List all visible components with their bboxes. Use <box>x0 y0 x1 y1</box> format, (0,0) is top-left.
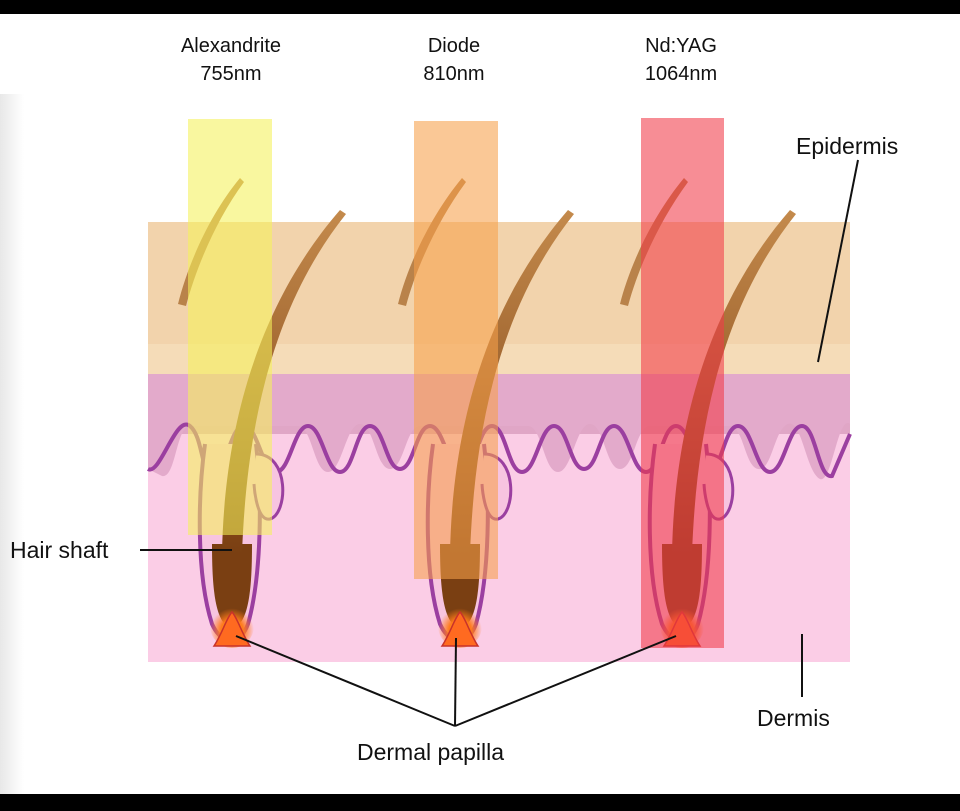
skin-cross-section <box>140 118 859 727</box>
laser-beam-alexandrite <box>188 119 272 535</box>
edge-shadow <box>0 94 24 794</box>
laser-wavelength: 755nm <box>200 63 262 85</box>
laser-label-diode: Diode 810nm <box>374 32 534 88</box>
laser-name: Nd:YAG <box>645 35 717 57</box>
dermis-label: Dermis <box>757 705 830 731</box>
epidermis-label: Epidermis <box>796 133 899 159</box>
dermal-papilla-shape <box>440 610 480 647</box>
papilla-leader-1 <box>235 635 456 727</box>
epidermis-leader <box>817 159 859 363</box>
laser-label-ndyag: Nd:YAG 1064nm <box>601 32 761 88</box>
papilla-leader-3 <box>454 635 677 727</box>
hair-stub <box>620 178 688 306</box>
diagram-canvas: Alexandrite 755nm Diode 810nm Nd:YAG 106… <box>0 14 960 794</box>
laser-wavelength: 810nm <box>423 63 485 85</box>
laser-beam-ndyag <box>641 118 724 648</box>
hair-shaft-label: Hair shaft <box>10 537 109 563</box>
papilla-leader-2 <box>454 637 457 727</box>
leader-lines <box>140 159 859 727</box>
laser-beam-diode <box>414 121 498 579</box>
laser-wavelength: 1064nm <box>644 63 718 85</box>
laser-name: Alexandrite <box>180 35 282 57</box>
laser-name: Diode <box>427 35 481 57</box>
dermal-papilla-label: Dermal papilla <box>357 739 505 765</box>
laser-label-alexandrite: Alexandrite 755nm <box>151 32 311 88</box>
